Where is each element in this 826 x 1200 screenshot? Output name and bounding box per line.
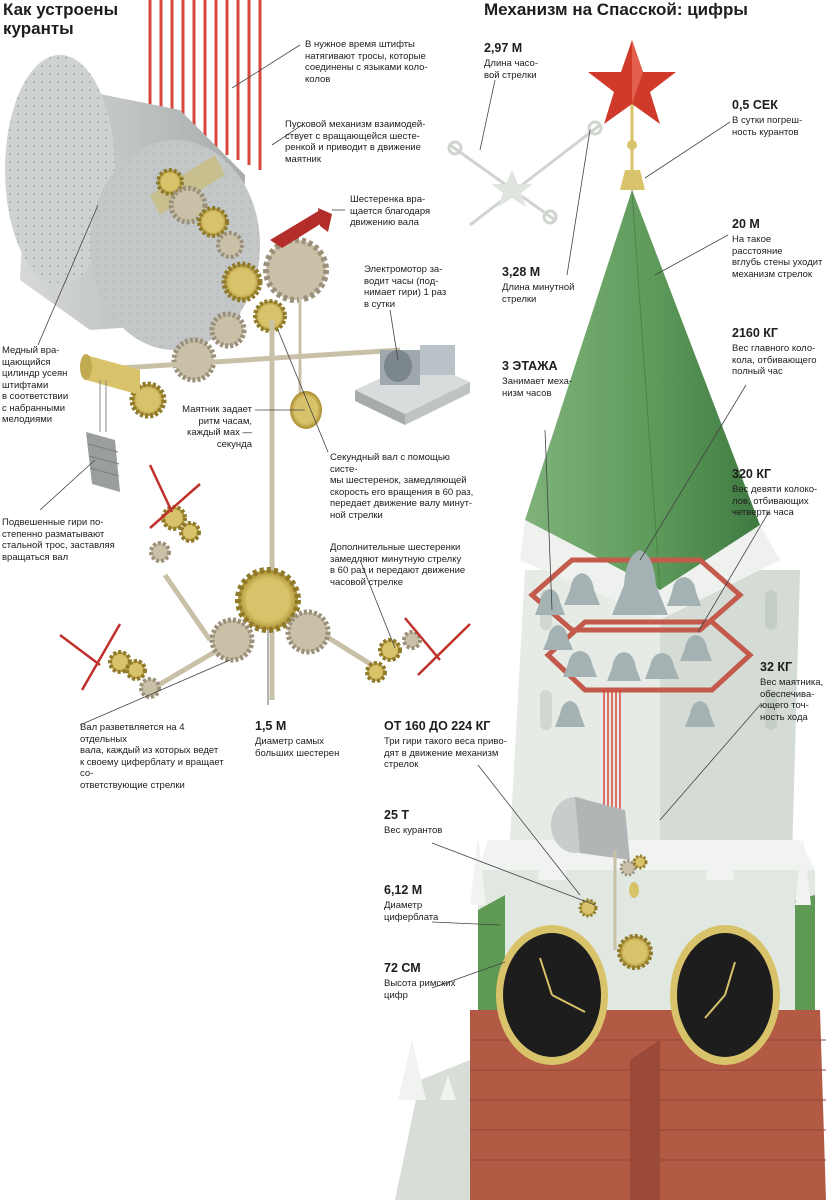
fact-value: 320 КГ [732, 467, 772, 481]
clock-hands-outline [447, 120, 603, 227]
tower-mechanism [551, 797, 653, 970]
pendulum [290, 280, 322, 429]
fact-value: 25 Т [384, 808, 410, 822]
clock-face-right [670, 925, 780, 1065]
fact-dial-diameter: 6,12 М Диаметр циферблата [384, 882, 464, 923]
note-weights: Подвешенные гири по- степенно разматываю… [2, 517, 115, 563]
note-shaft-split: Вал разветвляется на 4 отдельных вала, к… [80, 722, 224, 791]
fact-value: 1,5 М [255, 719, 287, 733]
left-title: Как устроены куранты [3, 0, 119, 38]
fact-value: ОТ 160 ДО 224 КГ [384, 719, 491, 733]
tower-pinnacles [398, 835, 811, 1100]
fact-pendulum-weight: 32 КГ Вес маятника, обеспечива- ющего то… [760, 659, 824, 723]
lower-gears [108, 505, 422, 699]
fact-desc: Три гири такого веса приво- дят в движен… [384, 736, 507, 770]
fact-desc: В сутки погреш- ность курантов [732, 115, 803, 138]
note-second-shaft: Секундный вал с помощью систе- мы шестер… [330, 452, 474, 521]
note-cables: В нужное время штифты натягивают тросы, … [305, 39, 428, 85]
fact-desc: Вес курантов [384, 825, 443, 836]
fact-floors: 3 ЭТАЖА Занимает меха- низм часов [502, 358, 592, 399]
escapement-anchor [270, 208, 332, 248]
fact-value: 2160 КГ [732, 326, 778, 340]
electric-motor [355, 345, 470, 425]
fact-value: 20 М [732, 217, 760, 231]
fact-depth: 20 М На такое расстояние вглубь стены ух… [732, 216, 824, 280]
fact-value: 72 СМ [384, 961, 421, 975]
fact-desc: Высота римских цифр [384, 978, 456, 1001]
bells [535, 550, 715, 727]
fact-desc: Вес главного коло- кола, отбивающего пол… [732, 343, 817, 377]
note-extra-gears: Дополнительные шестеренки замедляют мину… [330, 542, 466, 588]
fact-nine-bells: 320 КГ Вес девяти колоко- лов, отбивающи… [732, 466, 824, 519]
leader-lines [37, 44, 771, 989]
copper-cylinder [5, 55, 260, 350]
fact-gear-diameter: 1,5 М Диаметр самых больших шестерен [255, 718, 365, 759]
fact-desc: Диаметр циферблата [384, 900, 439, 923]
fact-desc: Занимает меха- низм часов [502, 376, 573, 399]
fact-value: 3,28 М [502, 265, 541, 279]
fact-value: 2,97 М [484, 41, 523, 55]
fact-error: 0,5 СЕК В сутки погреш- ность курантов [732, 97, 822, 138]
fact-desc: Длина часо- вой стрелки [484, 58, 538, 81]
note-gear-shaft: Шестеренка вра- щается благодаря движени… [350, 194, 431, 228]
fact-desc: Длина минутной стрелки [502, 282, 575, 305]
hanging-weights [86, 380, 120, 492]
fact-weight-range: ОТ 160 ДО 224 КГ Три гири такого веса пр… [384, 718, 524, 771]
fact-minute-hand: 3,28 М Длина минутной стрелки [502, 264, 592, 305]
fact-value: 32 КГ [760, 660, 793, 674]
fact-value: 0,5 СЕК [732, 98, 778, 112]
tower-cables [603, 690, 621, 820]
bell-rings [528, 557, 754, 693]
drum-shaft [80, 354, 140, 395]
bell-cables [148, 0, 262, 170]
fact-numeral-height: 72 СМ Высота римских цифр [384, 960, 474, 1001]
fact-hour-hand: 2,97 М Длина часо- вой стрелки [484, 40, 564, 81]
clock-face-left [496, 925, 608, 1065]
note-pendulum: Маятник задает ритм часам, каждый мах — … [182, 404, 252, 450]
note-motor: Электромотор за- водит часы (под- нимает… [364, 264, 447, 310]
fact-value: 6,12 М [384, 883, 423, 897]
fact-chime-weight: 25 Т Вес курантов [384, 807, 474, 837]
fact-desc: Диаметр самых больших шестерен [255, 736, 340, 759]
small-hands-sets [59, 464, 471, 691]
fact-value: 3 ЭТАЖА [502, 359, 558, 373]
note-trigger: Пусковой механизм взаимодей- ствует с вр… [285, 119, 426, 165]
fact-desc: Вес девяти колоко- лов, отбивающих четве… [732, 484, 818, 518]
fact-desc: На такое расстояние вглубь стены уходит … [732, 234, 823, 280]
fact-desc: Вес маятника, обеспечива- ющего точ- нос… [760, 677, 824, 723]
note-cylinder: Медный вра- щающийся цилиндр усеян штифт… [2, 345, 69, 425]
star-icon [588, 40, 676, 124]
fact-main-bell: 2160 КГ Вес главного коло- кола, отбиваю… [732, 325, 824, 378]
right-title: Механизм на Спасской: цифры [484, 0, 748, 19]
